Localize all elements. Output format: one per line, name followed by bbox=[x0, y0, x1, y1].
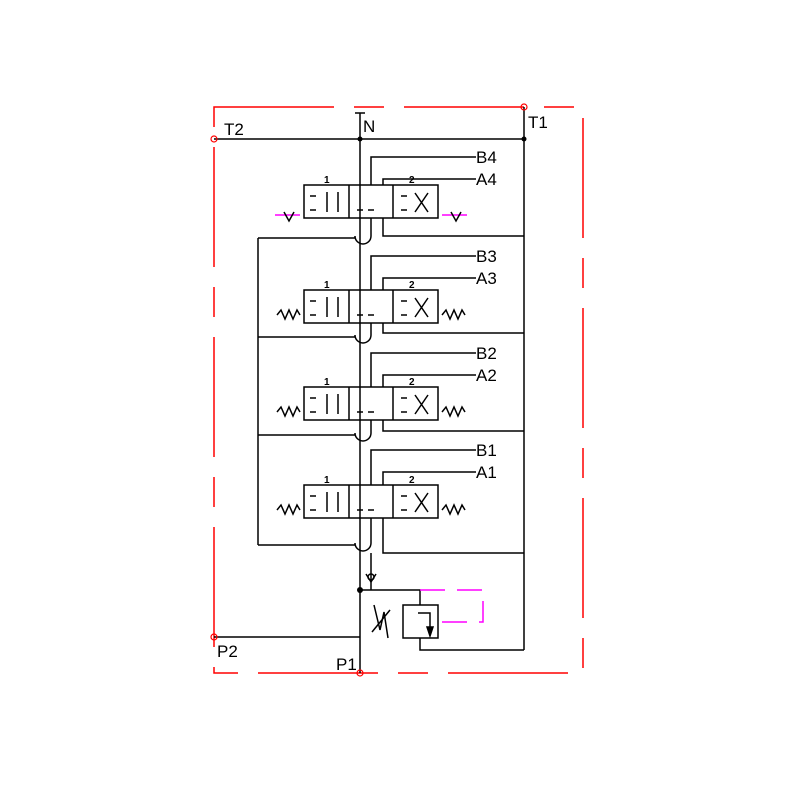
relief-arrow-head bbox=[425, 626, 435, 639]
valve-section bbox=[258, 255, 524, 344]
crossover-line bbox=[258, 420, 372, 442]
relief-return bbox=[419, 638, 524, 651]
port-a-line bbox=[382, 471, 476, 485]
relief-arrow bbox=[418, 612, 431, 632]
label-port-a: A3 bbox=[476, 269, 497, 288]
detent-icon bbox=[283, 211, 295, 223]
port-b-line bbox=[370, 156, 476, 185]
label-port-a: A1 bbox=[476, 463, 497, 482]
relief-valve bbox=[402, 604, 439, 639]
spring-icon bbox=[441, 308, 466, 321]
valve-body bbox=[303, 386, 439, 421]
spring-icon bbox=[441, 405, 466, 418]
crossover-line bbox=[258, 323, 372, 344]
cross-arrow-icon bbox=[414, 394, 429, 415]
label-position-1: 1 bbox=[324, 175, 330, 186]
label-port-b: B3 bbox=[476, 247, 497, 266]
relief-feed bbox=[360, 589, 421, 605]
port-a-line bbox=[382, 374, 476, 387]
valve-body bbox=[303, 184, 439, 219]
label-n: N bbox=[363, 117, 375, 136]
block-boundary bbox=[213, 106, 584, 674]
label-p2: P2 bbox=[217, 642, 238, 661]
label-t1: T1 bbox=[528, 113, 548, 132]
port-b-line bbox=[370, 352, 476, 387]
port-p1 bbox=[356, 669, 364, 677]
port-t2 bbox=[210, 135, 218, 143]
valve-body bbox=[303, 289, 439, 324]
label-position-2: 2 bbox=[409, 175, 415, 186]
label-position-2: 2 bbox=[409, 377, 415, 388]
valve-body bbox=[303, 484, 439, 519]
adjust-spring-icon bbox=[373, 604, 389, 639]
spring-icon bbox=[276, 308, 301, 321]
cross-arrow-icon bbox=[414, 492, 429, 513]
port-t1 bbox=[520, 103, 528, 111]
crossover-line bbox=[258, 218, 372, 245]
label-position-2: 2 bbox=[409, 475, 415, 486]
valve-section bbox=[258, 156, 524, 245]
label-port-b: B1 bbox=[476, 441, 497, 460]
label-port-b: B2 bbox=[476, 344, 497, 363]
spring-icon bbox=[276, 503, 301, 516]
label-position-1: 1 bbox=[324, 377, 330, 388]
return-line bbox=[382, 518, 524, 554]
valve-section bbox=[258, 449, 524, 554]
pilot-line bbox=[420, 589, 484, 623]
label-position-1: 1 bbox=[324, 280, 330, 291]
label-port-a: A2 bbox=[476, 366, 497, 385]
return-line bbox=[382, 218, 524, 237]
port-a-line bbox=[382, 277, 476, 290]
port-b-line bbox=[370, 449, 476, 485]
label-t2: T2 bbox=[224, 120, 244, 139]
crossover-line bbox=[258, 518, 372, 552]
label-position-1: 1 bbox=[324, 475, 330, 486]
label-p1: P1 bbox=[336, 655, 357, 674]
label-position-2: 2 bbox=[409, 280, 415, 291]
port-p2 bbox=[210, 633, 218, 641]
cross-arrow-icon bbox=[414, 297, 429, 318]
return-line bbox=[382, 323, 524, 334]
return-line bbox=[382, 420, 524, 432]
spring-icon bbox=[276, 405, 301, 418]
adjust-arrow-icon bbox=[371, 609, 391, 633]
detent-icon bbox=[450, 211, 462, 223]
valve-section bbox=[258, 352, 524, 442]
label-port-b: B4 bbox=[476, 148, 497, 167]
spring-icon bbox=[441, 503, 466, 516]
port-b-line bbox=[370, 255, 476, 290]
port-a-line bbox=[382, 178, 476, 185]
label-port-a: A4 bbox=[476, 170, 497, 189]
cross-arrow-icon bbox=[414, 192, 429, 213]
